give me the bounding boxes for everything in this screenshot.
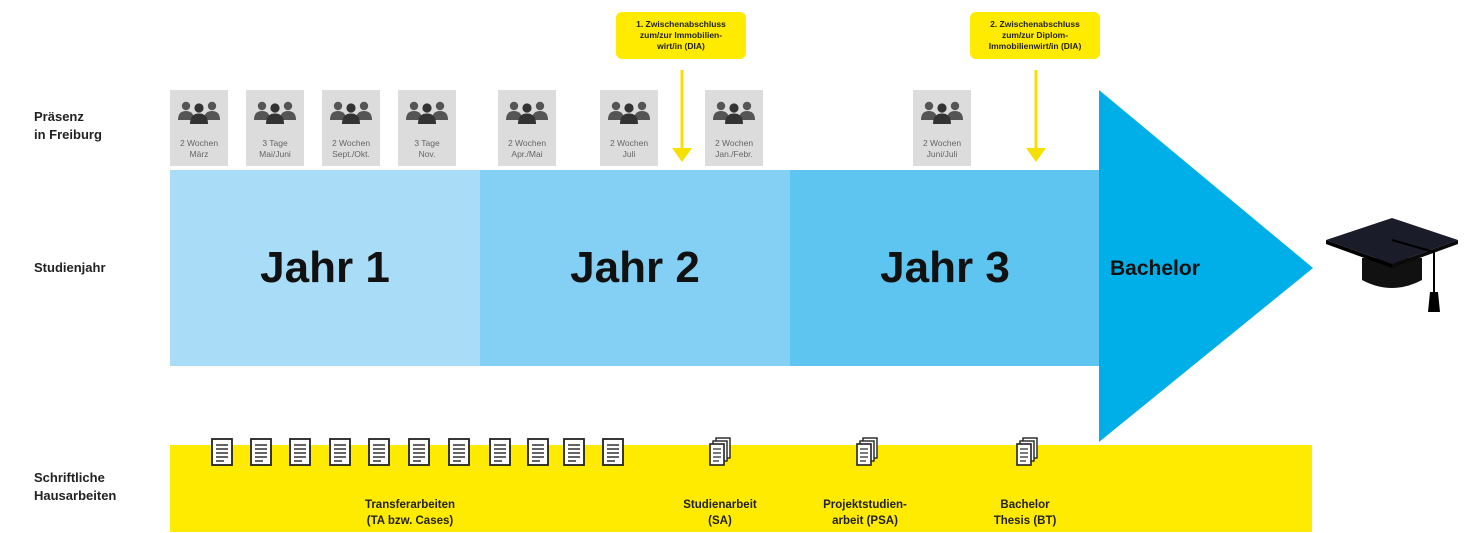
work-label-studienarbeit: Studienarbeit (SA) xyxy=(683,499,757,527)
presence-caption: 2 Wochen Juni/Juli xyxy=(922,138,962,159)
graduation-cap-icon xyxy=(1326,218,1458,312)
work-label-transfer: Transferarbeiten (TA bzw. Cases) xyxy=(364,499,456,527)
document-icon xyxy=(249,437,273,467)
year-band-1 xyxy=(170,170,480,366)
document-icon xyxy=(328,437,352,467)
presence-block: 3 Tage Nov. xyxy=(398,90,456,166)
people-group-icon xyxy=(329,100,373,124)
document-stack-icon xyxy=(855,437,879,467)
presence-caption: 3 Tage Mai/Juni xyxy=(259,138,291,159)
presence-block: 2 Wochen März xyxy=(170,90,228,166)
down-arrow-icon xyxy=(1026,70,1046,162)
milestone-callout-1: 1. Zwischenabschluss zum/zur Immobilien-… xyxy=(616,12,746,59)
presence-caption: 3 Tage Nov. xyxy=(414,138,440,159)
document-icon xyxy=(447,437,471,467)
document-stack-icon xyxy=(708,437,732,467)
document-icon xyxy=(288,437,312,467)
document-stack-icon xyxy=(1015,437,1039,467)
presence-block: 2 Wochen Juli xyxy=(600,90,658,166)
year-label-3: Jahr 3 xyxy=(880,243,1010,292)
presence-caption: 2 Wochen Sept./Okt. xyxy=(331,138,371,159)
document-icon xyxy=(367,437,391,467)
presence-caption: 2 Wochen Apr./Mai xyxy=(507,138,547,159)
row-label-written-work: Schriftliche Hausarbeiten xyxy=(34,470,117,503)
document-icon xyxy=(601,437,625,467)
document-icon xyxy=(407,437,431,467)
work-label-projektstudienarbeit: Projektstudien- arbeit (PSA) xyxy=(823,499,907,527)
people-group-icon xyxy=(253,100,297,124)
year-label-1: Jahr 1 xyxy=(260,243,390,292)
milestone-callout-2: 2. Zwischenabschluss zum/zur Diplom- Imm… xyxy=(970,12,1100,59)
people-group-icon xyxy=(920,100,964,124)
presence-caption: 2 Wochen Juli xyxy=(609,138,649,159)
document-icon xyxy=(562,437,586,467)
row-label-presence: Präsenz in Freiburg xyxy=(34,109,102,142)
presence-block: 2 Wochen Sept./Okt. xyxy=(322,90,380,166)
written-work-band xyxy=(170,445,1312,532)
year-band-3 xyxy=(790,170,1100,366)
document-icon xyxy=(210,437,234,467)
bachelor-label: Bachelor xyxy=(1110,257,1200,280)
document-icon xyxy=(488,437,512,467)
people-group-icon xyxy=(405,100,449,124)
year-band-2 xyxy=(480,170,790,366)
row-label-study-year: Studienjahr xyxy=(34,260,106,275)
presence-caption: 2 Wochen März xyxy=(179,138,219,159)
document-icon xyxy=(526,437,550,467)
people-group-icon xyxy=(607,100,651,124)
down-arrow-icon xyxy=(672,70,692,162)
presence-block: 2 Wochen Jan./Febr. xyxy=(705,90,763,166)
work-label-bachelor-thesis: Bachelor Thesis (BT) xyxy=(993,499,1057,527)
year-label-2: Jahr 2 xyxy=(570,243,700,292)
people-group-icon xyxy=(712,100,756,124)
presence-caption: 2 Wochen Jan./Febr. xyxy=(714,138,754,159)
people-group-icon xyxy=(177,100,221,124)
presence-block: 3 Tage Mai/Juni xyxy=(246,90,304,166)
people-group-icon xyxy=(505,100,549,124)
presence-block: 2 Wochen Juni/Juli xyxy=(913,90,971,166)
presence-block: 2 Wochen Apr./Mai xyxy=(498,90,556,166)
bachelor-arrow xyxy=(1099,90,1313,442)
